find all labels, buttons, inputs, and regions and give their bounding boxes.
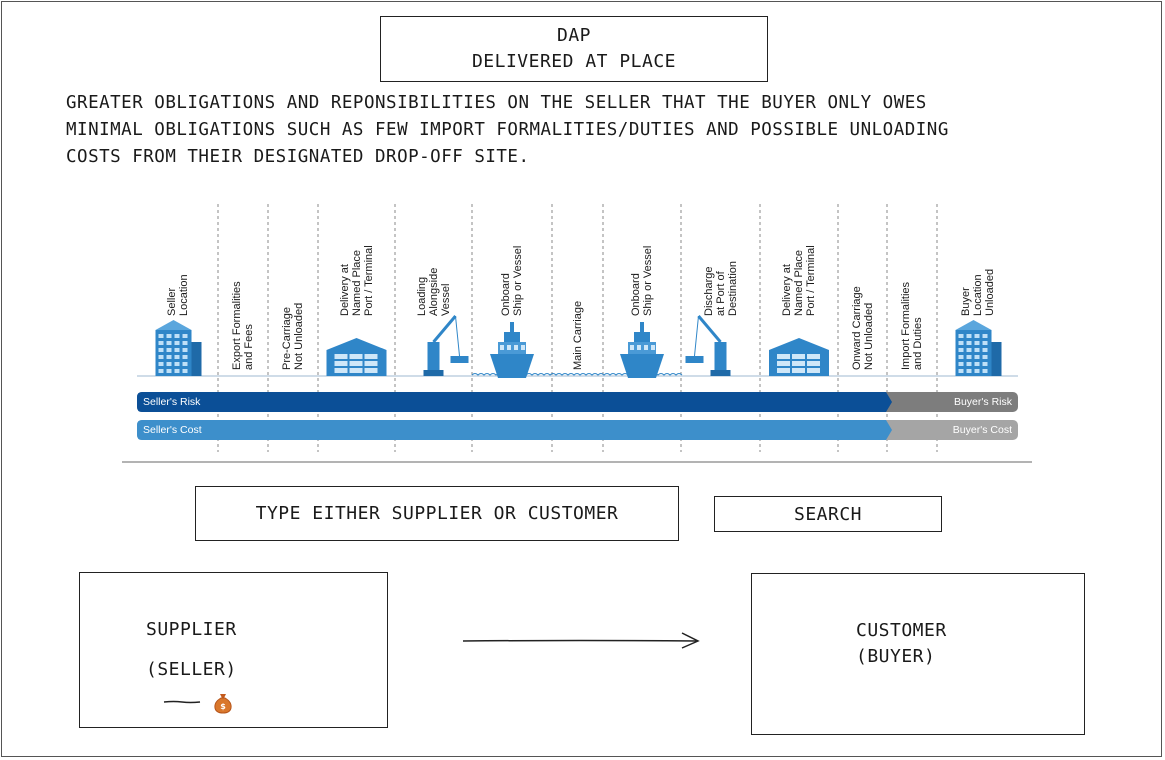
search-input-placeholder: TYPE EITHER SUPPLIER OR CUSTOMER <box>255 503 619 524</box>
warehouse-icon <box>769 338 829 376</box>
ship-icon <box>620 322 664 378</box>
customer-title: CUSTOMER <box>856 620 947 641</box>
column-label: Onboard Ship or Vessel <box>500 245 524 316</box>
warehouse-icon <box>326 338 387 376</box>
cost-bar-shape <box>137 420 1018 440</box>
column-label: Pre-Carriage Not Unloaded <box>281 302 305 370</box>
column-label: Onward Carriage Not Unloaded <box>850 286 875 370</box>
column-label: Export Formalities and Fees <box>231 281 255 370</box>
crane-icon <box>423 315 469 376</box>
seller-cost-label: Seller's Cost <box>143 424 202 436</box>
customer-card[interactable]: CUSTOMER (BUYER) <box>751 573 1085 735</box>
flow-arrow <box>462 632 700 649</box>
column-label: Onboard Ship or Vessel <box>630 245 654 316</box>
supplier-dash <box>163 700 201 704</box>
column-label: Buyer Location Unloaded <box>959 268 996 316</box>
description-line-1: GREATER OBLIGATIONS AND REPONSIBILITIES … <box>66 93 927 113</box>
page-title-full: DELIVERED AT PLACE <box>471 51 677 72</box>
column-label: Loading Alongside Vessel <box>415 267 452 316</box>
column-label: Import Formalities and Duties <box>900 281 924 370</box>
supplier-title: SUPPLIER <box>146 619 237 640</box>
search-input[interactable]: TYPE EITHER SUPPLIER OR CUSTOMER <box>195 486 679 541</box>
cost-bar: Seller's Cost Buyer's Cost <box>137 420 1018 440</box>
column-label: Delivery at Named Place Port / Terminal <box>338 245 375 316</box>
supplier-card[interactable]: SUPPLIER (SELLER) $ <box>79 572 388 728</box>
seller-risk-label: Seller's Risk <box>143 396 201 408</box>
risk-bar: Seller's Risk Buyer's Risk <box>137 392 1018 412</box>
description-line-3: COSTS FROM THEIR DESIGNATED DROP-OFF SIT… <box>66 147 530 167</box>
building-icon <box>155 320 202 376</box>
buyer-cost-label: Buyer's Cost <box>952 424 1012 436</box>
risk-bar-shape <box>137 392 1018 412</box>
description: GREATER OBLIGATIONS AND REPONSIBILITIES … <box>66 90 1161 171</box>
search-button[interactable]: SEARCH <box>714 496 942 532</box>
ship-icon <box>490 322 534 378</box>
building-icon <box>955 320 1002 376</box>
column-label: Discharge at Port of Destination <box>702 260 739 316</box>
money-bag-icon: $ <box>214 694 232 714</box>
column-label: Delivery at Named Place Port / Terminal <box>781 245 817 316</box>
supplier-subtitle: (SELLER) <box>146 659 237 680</box>
seller-segment <box>137 392 892 412</box>
incoterms-diagram: Seller Location Export Formalities and Fe… <box>0 190 1165 470</box>
search-button-label: SEARCH <box>793 503 863 525</box>
buyer-risk-label: Buyer's Risk <box>953 396 1012 408</box>
seller-segment <box>137 420 892 440</box>
description-line-2: MINIMAL OBLIGATIONS SUCH AS FEW IMPORT F… <box>66 120 949 140</box>
column-label: Main Carriage <box>571 300 584 370</box>
page-title: DAP DELIVERED AT PLACE <box>380 16 768 82</box>
customer-subtitle: (BUYER) <box>856 646 936 667</box>
column-label: Seller Location <box>165 274 190 316</box>
crane-icon <box>685 315 731 376</box>
page-title-abbrev: DAP <box>556 25 591 46</box>
svg-text:$: $ <box>220 702 226 711</box>
